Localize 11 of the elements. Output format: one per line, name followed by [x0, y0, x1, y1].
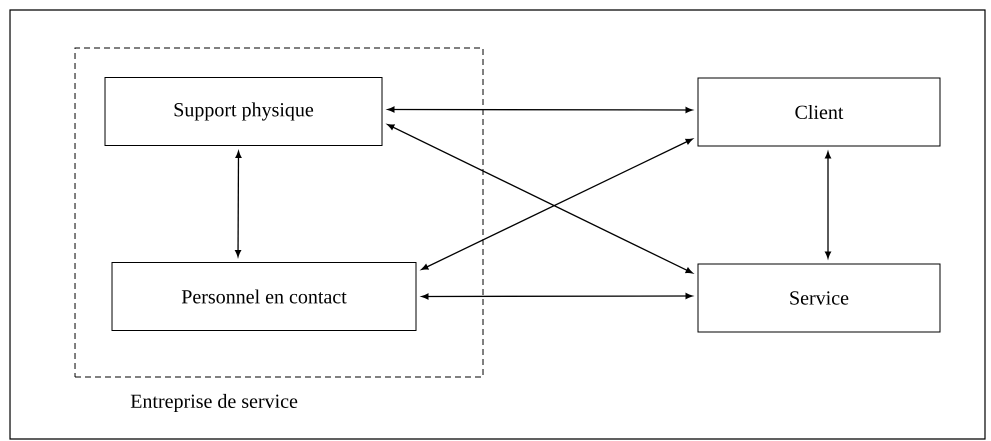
arrow [421, 293, 693, 300]
arrow [421, 138, 693, 270]
arrow [235, 150, 242, 258]
arrow [387, 106, 693, 113]
process-box: Support physique [104, 77, 382, 146]
arrow [387, 124, 693, 274]
arrow [825, 151, 831, 259]
process-box: Client [698, 78, 940, 146]
process-box: Service [698, 263, 940, 332]
process-box: Personnel en contact [112, 262, 416, 331]
group-label: Entreprise de service [130, 394, 298, 412]
